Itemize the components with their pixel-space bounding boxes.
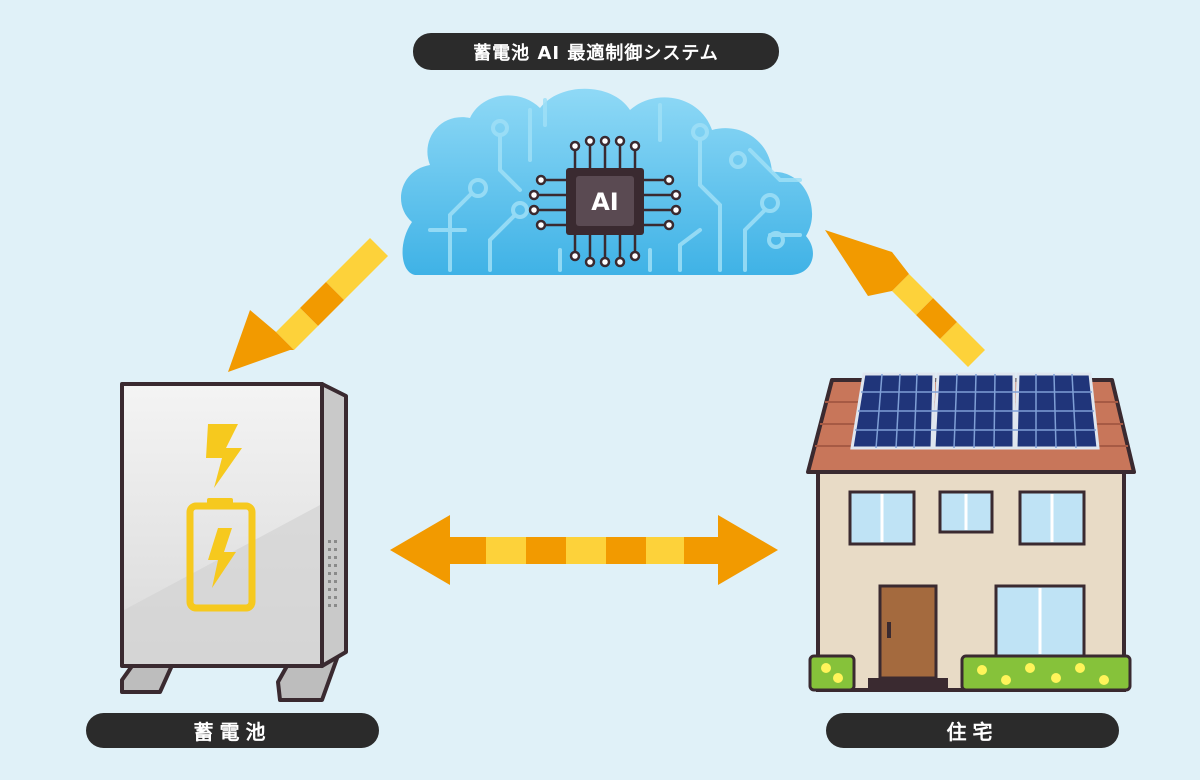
arrow-battery-house-bidirectional (390, 515, 778, 585)
home-battery-icon (120, 382, 348, 702)
lightning-bolt-icon (206, 424, 242, 488)
system-title-label: 蓄電池 AI 最適制御システム (413, 33, 779, 70)
battery-label: 蓄電池 (86, 713, 379, 748)
house-solar-icon (806, 372, 1136, 692)
arrow-house-to-cloud (825, 230, 985, 367)
arrow-cloud-to-battery (228, 238, 388, 372)
house-label: 住宅 (826, 713, 1119, 748)
chip-label: AI (591, 188, 619, 216)
ai-chip-icon: AI (528, 135, 682, 268)
